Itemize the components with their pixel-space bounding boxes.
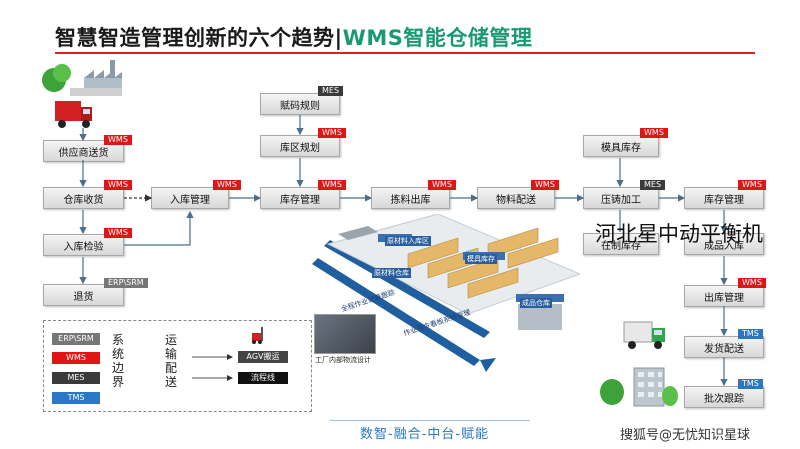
node-warehouse-receive: 仓库收货 [43, 187, 124, 209]
legend-tms: TMS [52, 392, 100, 404]
node-incoming-inspection: 入库检验 [43, 234, 124, 256]
tag-wms: WMS [640, 128, 668, 138]
overlay-watermark: 河北星中动平衡机 [595, 222, 763, 246]
footer-slogan: 数智-融合-中台-赋能 [360, 427, 490, 442]
tag-wms: WMS [738, 278, 766, 288]
legend-erp-srm: ERP\SRM [52, 333, 100, 345]
node-inbound-mgmt: 入库管理 [151, 187, 229, 209]
tag-wms: WMS [318, 180, 346, 190]
title-sub: WMS智能仓储管理 [342, 26, 533, 50]
map-label: 成品仓库 [520, 298, 552, 308]
tag-wms: WMS [738, 180, 766, 190]
page-title: 智慧智造管理创新的六个趋势|WMS智能仓储管理 [55, 22, 532, 52]
agv-forklift-icon [252, 327, 263, 344]
tag-mes: MES [640, 180, 666, 190]
node-zone-planning: 库区规划 [260, 135, 340, 157]
map-label: 原材料入库区 [385, 236, 431, 246]
tag-wms: WMS [104, 135, 132, 145]
node-stock-mgmt-right: 库存管理 [684, 187, 764, 209]
node-product-inbound: 成品入库 [684, 233, 764, 255]
legend-mes: MES [52, 372, 100, 384]
node-batch-tracking: 批次跟踪 [684, 386, 764, 408]
title-rule [55, 52, 755, 54]
tag-mes: MES [318, 86, 344, 96]
tag-wms: WMS [213, 180, 241, 190]
factory-logistics-photo [314, 314, 376, 354]
footer-rule [330, 420, 530, 421]
tag-wms: WMS [531, 180, 559, 190]
legend-transport-label: 运输配送 [165, 333, 178, 389]
source-watermark: 搜狐号@无忧知识星球 [620, 428, 751, 443]
legend-system-label: 系统边界 [112, 333, 125, 389]
map-label: 原材料仓库 [372, 268, 411, 278]
node-return-goods: 退货 [43, 284, 124, 306]
delivery-truck-icon [623, 321, 665, 349]
tag-erp-srm: ERP\SRM [104, 278, 148, 288]
tag-wms: WMS [318, 128, 346, 138]
factory-logistics-caption: 工厂内部物流设计 [315, 356, 371, 364]
tag-wms: WMS [104, 180, 132, 190]
customer-building-illustration [600, 367, 678, 407]
node-mold-inventory: 模具库存 [583, 135, 659, 157]
truck-icon [55, 101, 92, 128]
legend-conveyor: 流程线 [238, 372, 288, 384]
factory-illustration [42, 60, 122, 96]
node-wip-inventory: 在制库存 [583, 233, 659, 255]
legend [43, 320, 312, 412]
title-main: 智慧智造管理创新的六个趋势 [55, 26, 335, 50]
tag-wms: WMS [428, 180, 456, 190]
title-separator: | [334, 26, 343, 50]
node-coding-rules: 赋码规则 [260, 93, 340, 115]
tag-tms: TMS [738, 379, 763, 389]
tag-tms: TMS [738, 329, 763, 339]
legend-wms: WMS [52, 352, 100, 364]
node-casting-process: 压铸加工 [583, 187, 659, 209]
tag-wms: WMS [104, 228, 132, 238]
map-label: 模具库存 [465, 254, 497, 264]
legend-agv: AGV搬运 [238, 351, 288, 363]
